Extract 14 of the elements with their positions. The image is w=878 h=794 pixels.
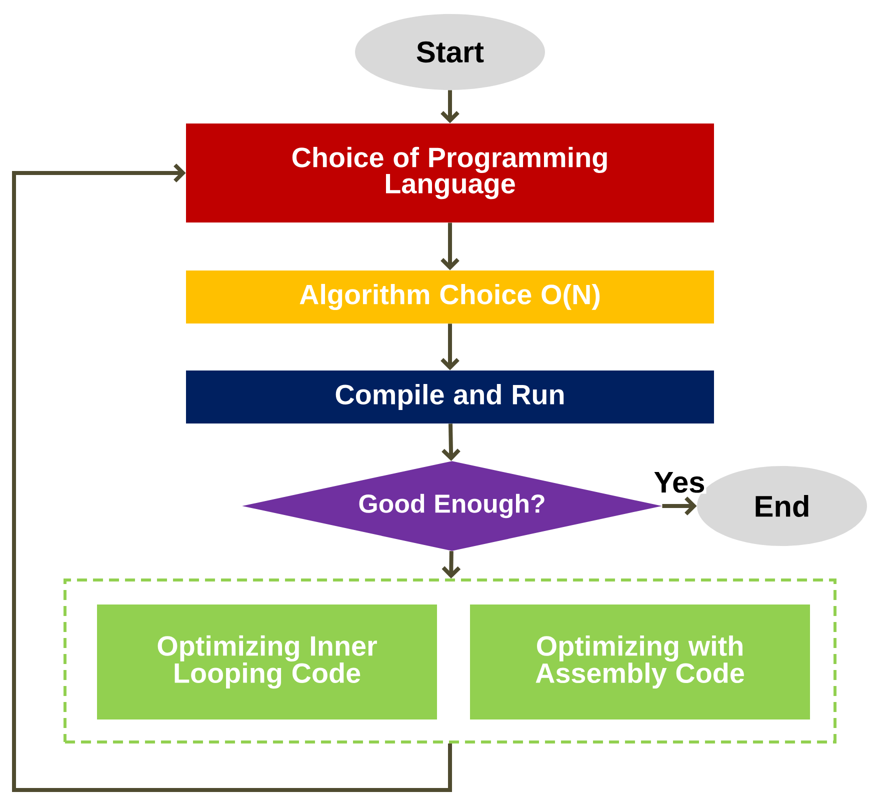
process-box: Optimizing Inner Looping Code [97, 604, 437, 720]
start-oval: Start [355, 14, 545, 90]
arrow [442, 424, 460, 461]
arrow [442, 551, 461, 578]
arrow [440, 324, 460, 370]
arrow [662, 496, 697, 516]
edge-label: Yes [652, 470, 706, 494]
arrow [440, 222, 460, 270]
process-box: Algorithm Choice O(N) [186, 270, 714, 324]
arrow [440, 90, 460, 124]
process-box: Choice of Programming Language [186, 124, 714, 222]
process-box: Compile and Run [186, 370, 714, 424]
process-box: Optimizing with Assembly Code [470, 604, 810, 720]
arrow [12, 164, 452, 792]
